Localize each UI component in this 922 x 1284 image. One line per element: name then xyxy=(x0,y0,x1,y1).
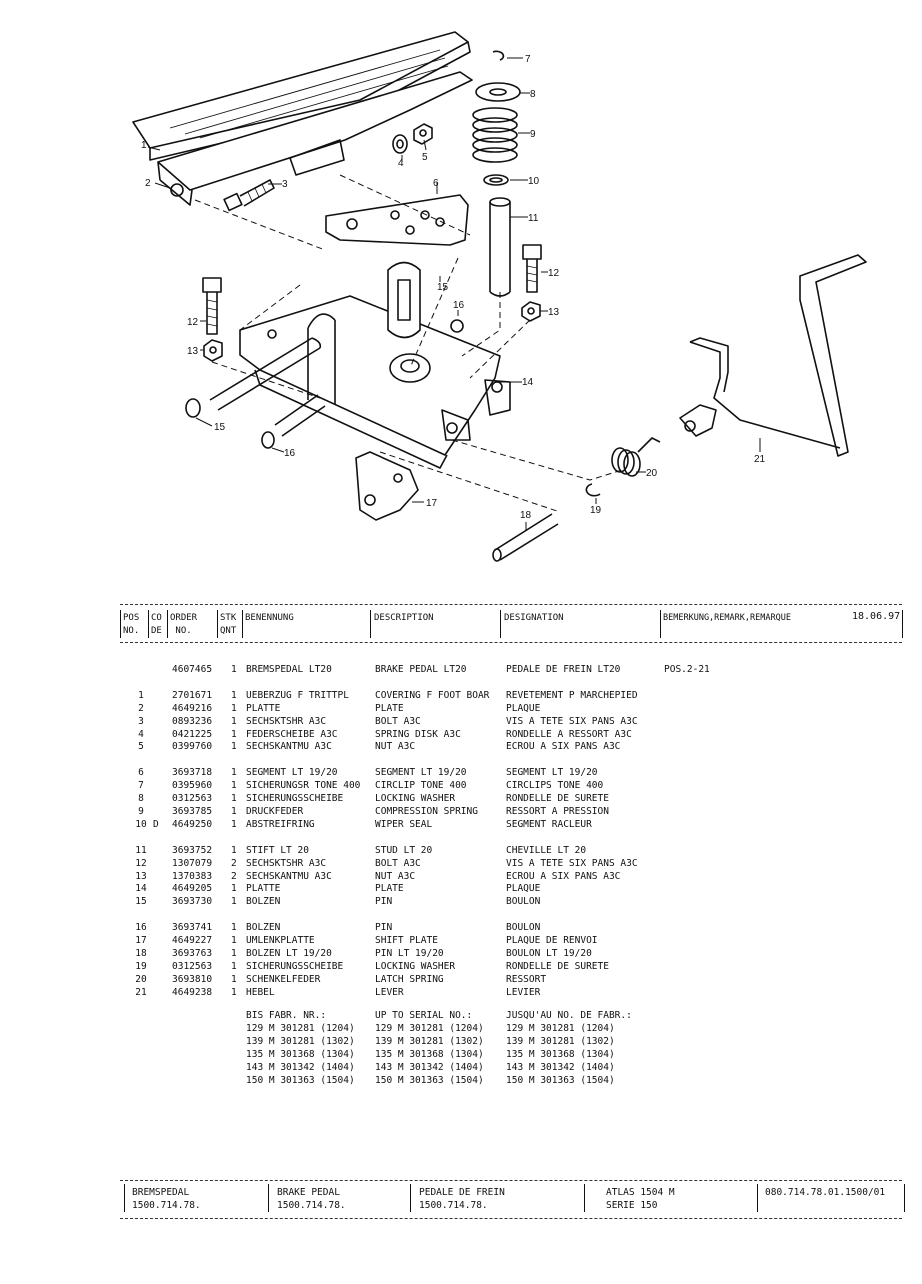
column-divider xyxy=(148,610,149,638)
footer-title-en: BRAKE PEDAL 1500.714.78. xyxy=(277,1187,346,1211)
callout-11: 11 xyxy=(528,213,539,224)
footer-title-de: BREMSPEDAL 1500.714.78. xyxy=(132,1187,201,1211)
callout-1: 1 xyxy=(141,140,147,151)
segment-6-part xyxy=(325,194,469,246)
nut-13-left-part xyxy=(203,339,223,362)
column-divider xyxy=(370,610,371,638)
column-remark: POS.2-21 xyxy=(664,664,710,675)
callout-13-right: 13 xyxy=(548,307,560,318)
callout-5: 5 xyxy=(422,152,428,163)
callout-12-left: 12 xyxy=(187,317,199,328)
serial-range-de: BIS FABR. NR.: 129 M 301281 (1204) 139 M… xyxy=(246,1010,355,1086)
pin-18-part xyxy=(492,513,559,562)
callout-labels: 1 2 3 4 5 6 7 8 9 10 11 12 12 13 13 14 1… xyxy=(141,54,766,521)
bolt-12-left-part xyxy=(202,277,222,335)
exploded-view-diagram: 1 2 3 4 5 6 7 8 9 10 11 12 12 13 13 14 1… xyxy=(132,31,867,562)
header-description: DESCRIPTION xyxy=(374,613,434,623)
footer-divider xyxy=(268,1184,269,1212)
shift-plate-17-part xyxy=(355,451,419,521)
bolt-3-part xyxy=(223,179,275,212)
footer-divider xyxy=(757,1184,758,1212)
serial-range-fr: JUSQU'AU NO. DE FABR.: 129 M 301281 (120… xyxy=(506,1010,632,1086)
header-code: CO DE xyxy=(151,613,162,636)
column-divider xyxy=(167,610,168,638)
callout-21: 21 xyxy=(754,454,766,465)
column-designation: PEDALE DE FREIN LT20 REVETEMENT P MARCHE… xyxy=(506,664,638,998)
callout-9: 9 xyxy=(530,129,536,140)
footer-divider xyxy=(410,1184,411,1212)
header-qty: STK QNT xyxy=(220,613,237,636)
header-date: 18.06.97 xyxy=(852,611,901,622)
column-code: D xyxy=(153,818,159,830)
callout-13-left: 13 xyxy=(187,346,199,357)
washer-19-part xyxy=(585,483,601,497)
header-order: ORDER NO. xyxy=(170,613,198,636)
table-top-rule xyxy=(120,604,902,605)
nut-13-right-part xyxy=(521,301,541,322)
column-qty: 1 1 1 1 1 1 1 1 1 1 1 1 2 2 1 1 1 1 1 1 … xyxy=(231,664,237,998)
callout-3: 3 xyxy=(282,179,288,190)
column-pos: 1 2 3 4 5 6 7 8 9 10 11 12 13 14 15 16 1… xyxy=(135,689,147,998)
callout-18: 18 xyxy=(520,510,532,521)
callout-16-bottom: 16 xyxy=(284,448,296,459)
footer-title-fr: PEDALE DE FREIN 1500.714.78. xyxy=(419,1187,505,1211)
callout-16-top: 16 xyxy=(453,300,465,311)
header-pos: POS NO. xyxy=(123,613,140,636)
footer-document-number: 080.714.78.01.1500/01 xyxy=(765,1187,886,1198)
column-divider xyxy=(217,610,218,638)
column-description: BRAKE PEDAL LT20 COVERING F FOOT BOAR PL… xyxy=(375,664,490,998)
callout-8: 8 xyxy=(530,89,536,100)
callout-14: 14 xyxy=(522,377,534,388)
wiper-seal-10-part xyxy=(483,174,509,186)
callout-leaders xyxy=(147,57,761,530)
pin-15-part xyxy=(185,337,322,418)
callout-2: 2 xyxy=(145,178,151,189)
callout-20: 20 xyxy=(646,468,658,479)
header-designation: DESIGNATION xyxy=(504,613,564,623)
lever-21-part xyxy=(679,254,867,457)
table-header-rule xyxy=(120,642,902,643)
footer-divider xyxy=(124,1184,125,1212)
column-divider xyxy=(242,610,243,638)
compression-spring-9-part xyxy=(472,107,518,163)
footer-divider xyxy=(584,1184,585,1212)
washers-4-5-part xyxy=(392,123,433,154)
column-divider xyxy=(500,610,501,638)
callout-15-right: 15 xyxy=(437,282,449,293)
callout-10: 10 xyxy=(528,176,540,187)
main-plate-14-part xyxy=(239,261,511,469)
footer-bottom-rule xyxy=(120,1218,902,1219)
callout-12-right: 12 xyxy=(548,268,560,279)
footer-model: ATLAS 1504 M SERIE 150 xyxy=(606,1187,675,1211)
column-divider xyxy=(660,610,661,638)
column-benennung: BREMSPEDAL LT20 UEBERZUG F TRITTPL PLATT… xyxy=(246,664,361,998)
circlip-7-part xyxy=(492,50,505,61)
callout-4: 4 xyxy=(398,158,404,169)
header-benennung: BENENNUNG xyxy=(245,613,294,623)
column-order: 4607465 2701671 4649216 0893236 0421225 … xyxy=(172,664,213,998)
callout-7: 7 xyxy=(525,54,531,65)
column-divider xyxy=(120,610,121,638)
callout-15-left: 15 xyxy=(214,422,226,433)
assembly-lines xyxy=(194,174,623,513)
bolt-12-right-part xyxy=(522,244,542,293)
pin-16-part xyxy=(261,319,464,449)
latch-spring-20-part xyxy=(611,437,661,477)
footer-top-rule xyxy=(120,1180,902,1181)
callout-6: 6 xyxy=(433,178,439,189)
header-remark: BEMERKUNG,REMARK,REMARQUE xyxy=(663,613,791,623)
serial-range-en: UP TO SERIAL NO.: 129 M 301281 (1204) 13… xyxy=(375,1010,484,1086)
locking-washer-8-part xyxy=(475,82,521,102)
column-divider xyxy=(902,610,903,638)
callout-17: 17 xyxy=(426,498,438,509)
pedal-plate-part xyxy=(157,71,473,206)
stud-11-part xyxy=(489,197,511,297)
callout-19: 19 xyxy=(590,505,602,516)
footer-divider xyxy=(904,1184,905,1212)
